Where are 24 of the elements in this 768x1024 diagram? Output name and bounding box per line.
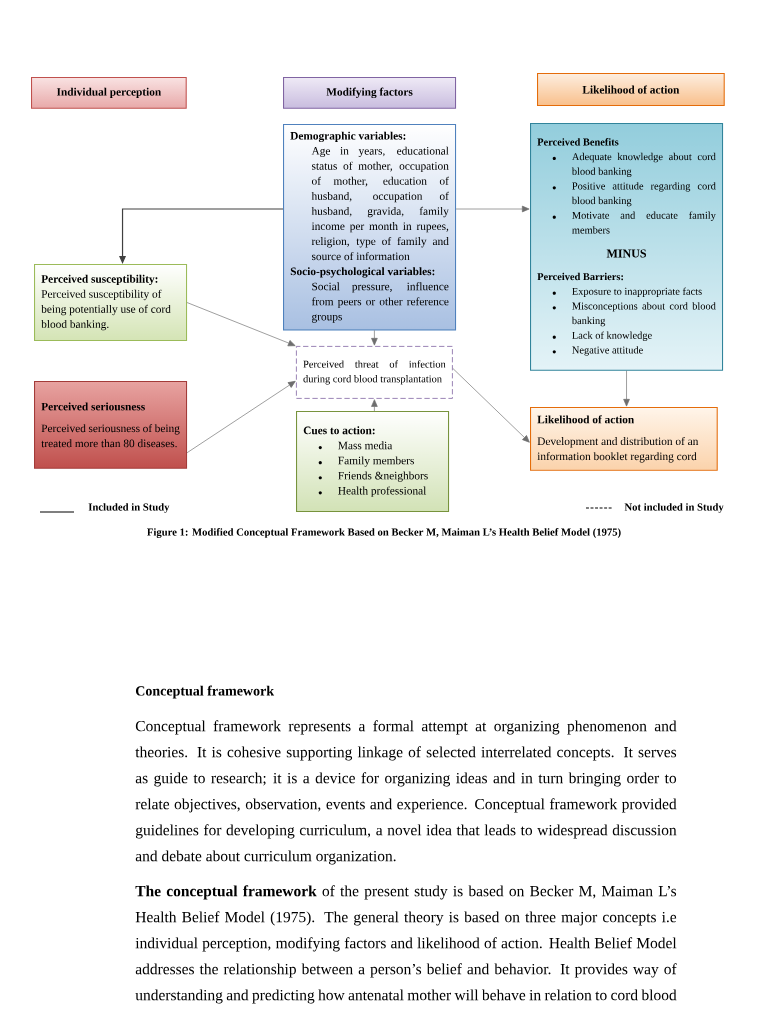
arrow [452,368,530,443]
factor-box: Demographic variables: Age in years, educational status of mother, occupation of mother, education of husband, occupation of husband, gravida, family income per month in rupees, religion, type of family and source of information Socio-psychological variables: Social pressure, influence from peers or other reference groups [283,124,457,331]
arrow [371,399,378,412]
figure-caption: Figure 1: Modified Conceptual Framework Based on Becker M, Maiman L’s Health Belief Model (1975) [147,528,621,538]
paragraph: Conceptual framework represents a formal attempt at organizing phenomenon and theories. It is cohesive supporting linkage of selected interrelated concepts. It serves as guide to research; it is a device for organizing ideas and in turn bringing order to relate objectives, observation, events and experience. Conceptual framework provided guidelines for developing curriculum, a novel idea that leads to widespread discussion and debate about curriculum organization. [135,720,677,865]
arrow [186,380,296,454]
cues-box: Cues to action: Mass media Family members Friends &neighbors Health professional [296,411,450,513]
section-heading: Conceptual framework [135,685,275,699]
threat-box: Perceived threat of infection during cord blood transplantation [296,346,453,399]
arrow [623,370,630,407]
legend-text: Included in Study [88,503,170,513]
legend-text: Not included in Study [624,503,724,513]
arrow [119,208,284,264]
header-box: Modifying factors [283,77,457,109]
arrow [455,205,530,213]
arrow [371,330,378,346]
benefits-box: Perceived Benefits Adequate knowledge about cord blood banking Positive attitude regarding cord blood banking Motivate and educate family members MINUS Perceived Barriers: Exposure to inappropriate facts Misconceptions about cord blood banking Lack of knowledge Negative attitude [530,123,724,371]
header-box: Individual perception [31,77,187,109]
perception-box: Perceived susceptibility: Perceived susceptibility of being potentially use of cord blood banking. [34,264,188,342]
perception-box: Perceived seriousness Perceived seriousness of being treated more than 80 diseases. [34,381,188,469]
action-box: Likelihood of action Development and distribution of an information booklet regarding cord [530,407,718,471]
paragraph: The conceptual framework of the present study is based on Becker M, Maiman L’s Health Belief Model (1975). The general theory is based on three major concepts i.e individual perception, modifying factors and likelihood of action. Health Belief Model addresses the relationship between a person’s belief and behavior. It provides way of understanding and predicting how antenatal mother will behave in relation to cord blood [135,885,677,1004]
header-box: Likelihood of action [537,73,725,107]
arrow [186,302,296,347]
